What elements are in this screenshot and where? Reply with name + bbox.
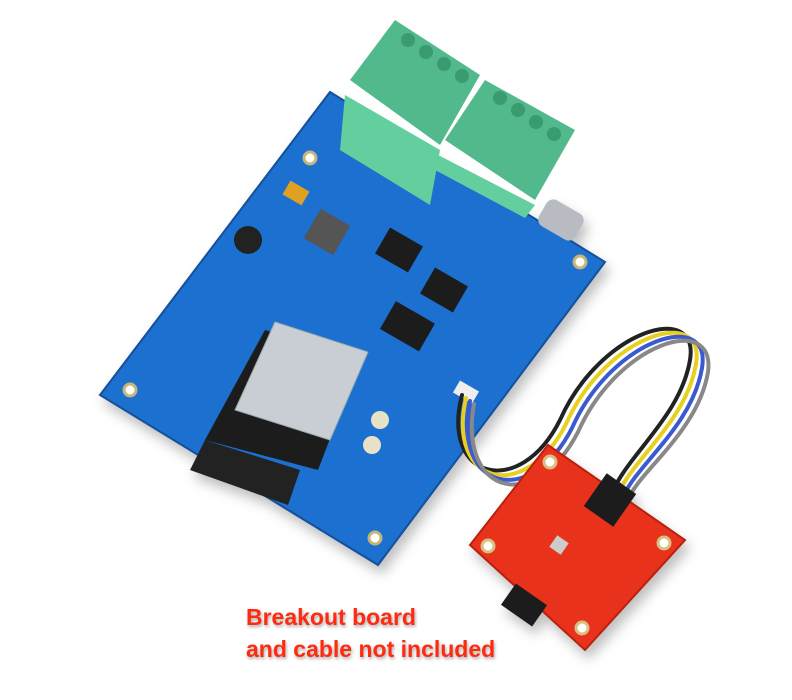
main-board (98, 90, 607, 567)
usb-c-port (538, 199, 584, 241)
qwiic-connector (583, 473, 637, 527)
button-boot (371, 411, 389, 429)
qwiic-connector (452, 380, 480, 404)
esp32-module (190, 321, 369, 505)
inductor (303, 208, 351, 256)
button-reset (363, 436, 381, 454)
sensor-chip (549, 535, 569, 555)
caption-line-2: and cable not included (246, 636, 496, 662)
mount-hole (122, 382, 138, 398)
breakout-board (468, 443, 687, 652)
ic-chip (420, 267, 468, 313)
qwiic-cable (456, 326, 711, 502)
ic-chip (375, 227, 423, 273)
ic-chip (379, 301, 435, 352)
terminal-block-2 (435, 80, 575, 218)
capacitor (282, 180, 310, 206)
mount-hole (572, 254, 588, 270)
caption-line-1: Breakout board (246, 604, 416, 630)
mount-hole (302, 150, 318, 166)
qwiic-connector (500, 583, 548, 627)
electrolytic-capacitor (234, 226, 262, 254)
terminal-block-1 (340, 20, 480, 205)
mount-hole (367, 530, 383, 546)
